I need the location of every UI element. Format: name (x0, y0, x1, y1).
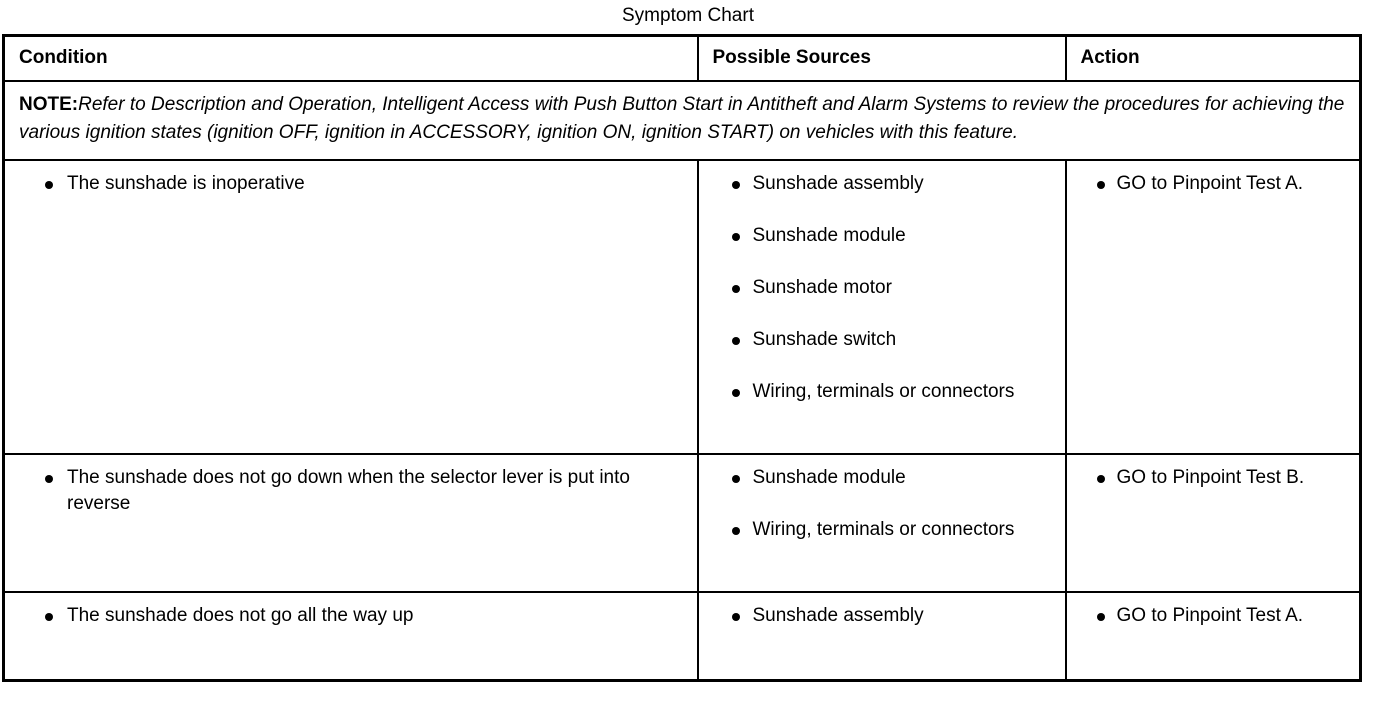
condition-cell: The sunshade does not go all the way up (2, 591, 699, 682)
bullet-icon (731, 181, 740, 189)
note-row: NOTE:Refer to Description and Operation,… (2, 80, 1362, 161)
possible-sources-cell: Sunshade assembly Sunshade module Sunsha… (696, 159, 1067, 455)
list-item-label: Sunshade assembly (752, 605, 924, 626)
action-list: GO to Pinpoint Test A. (1081, 171, 1350, 197)
condition-list: The sunshade does not go down when the s… (19, 465, 687, 517)
list-item-label: GO to Pinpoint Test A. (1116, 173, 1304, 194)
bullet-icon (1096, 181, 1105, 189)
note-label: NOTE: (19, 94, 79, 115)
column-header-possible-sources: Possible Sources (696, 34, 1067, 82)
table-row: The sunshade does not go down when the s… (2, 453, 1362, 593)
list-item-label: The sunshade is inoperative (67, 173, 305, 194)
table-row: The sunshade is inoperative Sunshade ass… (2, 159, 1362, 455)
list-item: Sunshade assembly (713, 171, 1055, 197)
list-item-label: Wiring, terminals or connectors (752, 519, 1015, 540)
list-item-label: The sunshade does not go all the way up (67, 605, 414, 626)
bullet-icon (731, 389, 740, 397)
list-item: Sunshade module (713, 465, 1055, 491)
bullet-icon (731, 475, 740, 483)
possible-sources-cell: Sunshade assembly (696, 591, 1067, 682)
list-item: Sunshade switch (713, 327, 1055, 353)
possible-sources-list: Sunshade module Wiring, terminals or con… (713, 465, 1055, 543)
list-item: The sunshade does not go all the way up (19, 603, 687, 629)
table-header-row: Condition Possible Sources Action (2, 34, 1362, 82)
list-item-label: Sunshade switch (752, 329, 897, 350)
action-cell: GO to Pinpoint Test A. (1064, 159, 1362, 455)
possible-sources-cell: Sunshade module Wiring, terminals or con… (696, 453, 1067, 593)
action-cell: GO to Pinpoint Test B. (1064, 453, 1362, 593)
list-item: GO to Pinpoint Test A. (1081, 171, 1350, 197)
list-item: Wiring, terminals or connectors (713, 379, 1055, 405)
list-item-label: Sunshade module (752, 225, 906, 246)
bullet-icon (731, 527, 740, 535)
condition-cell: The sunshade is inoperative (2, 159, 699, 455)
list-item: Sunshade module (713, 223, 1055, 249)
list-item: The sunshade does not go down when the s… (19, 465, 687, 517)
possible-sources-list: Sunshade assembly Sunshade module Sunsha… (713, 171, 1055, 405)
list-item-label: GO to Pinpoint Test B. (1116, 467, 1305, 488)
action-cell: GO to Pinpoint Test A. (1064, 591, 1362, 682)
note-cell: NOTE:Refer to Description and Operation,… (2, 80, 1362, 161)
condition-list: The sunshade is inoperative (19, 171, 687, 197)
bullet-icon (731, 337, 740, 345)
symptom-chart-table: Condition Possible Sources Action NOTE:R… (2, 34, 1362, 682)
action-list: GO to Pinpoint Test A. (1081, 603, 1350, 629)
list-item-label: Sunshade module (752, 467, 906, 488)
page-title: Symptom Chart (622, 5, 754, 26)
condition-cell: The sunshade does not go down when the s… (2, 453, 699, 593)
column-header-condition: Condition (2, 34, 699, 82)
list-item: GO to Pinpoint Test B. (1081, 465, 1350, 491)
table-row: The sunshade does not go all the way up … (2, 591, 1362, 682)
bullet-icon (1096, 613, 1105, 621)
possible-sources-list: Sunshade assembly (713, 603, 1055, 629)
note-text: Refer to Description and Operation, Inte… (19, 94, 1345, 143)
condition-list: The sunshade does not go all the way up (19, 603, 687, 629)
bullet-icon (731, 285, 740, 293)
bullet-icon (45, 613, 53, 621)
list-item-label: Sunshade motor (752, 277, 892, 298)
bullet-icon (45, 181, 53, 189)
list-item-label: The sunshade does not go down when the s… (67, 467, 630, 514)
list-item-label: Sunshade assembly (752, 173, 924, 194)
list-item: Sunshade assembly (713, 603, 1055, 629)
column-header-action: Action (1064, 34, 1362, 82)
list-item-label: GO to Pinpoint Test A. (1116, 605, 1304, 626)
list-item: Sunshade motor (713, 275, 1055, 301)
bullet-icon (731, 233, 740, 241)
action-list: GO to Pinpoint Test B. (1081, 465, 1350, 491)
bullet-icon (731, 613, 740, 621)
bullet-icon (45, 475, 53, 483)
list-item: Wiring, terminals or connectors (713, 517, 1055, 543)
list-item: The sunshade is inoperative (19, 171, 687, 197)
bullet-icon (1096, 475, 1105, 483)
list-item-label: Wiring, terminals or connectors (752, 381, 1015, 402)
list-item: GO to Pinpoint Test A. (1081, 603, 1350, 629)
